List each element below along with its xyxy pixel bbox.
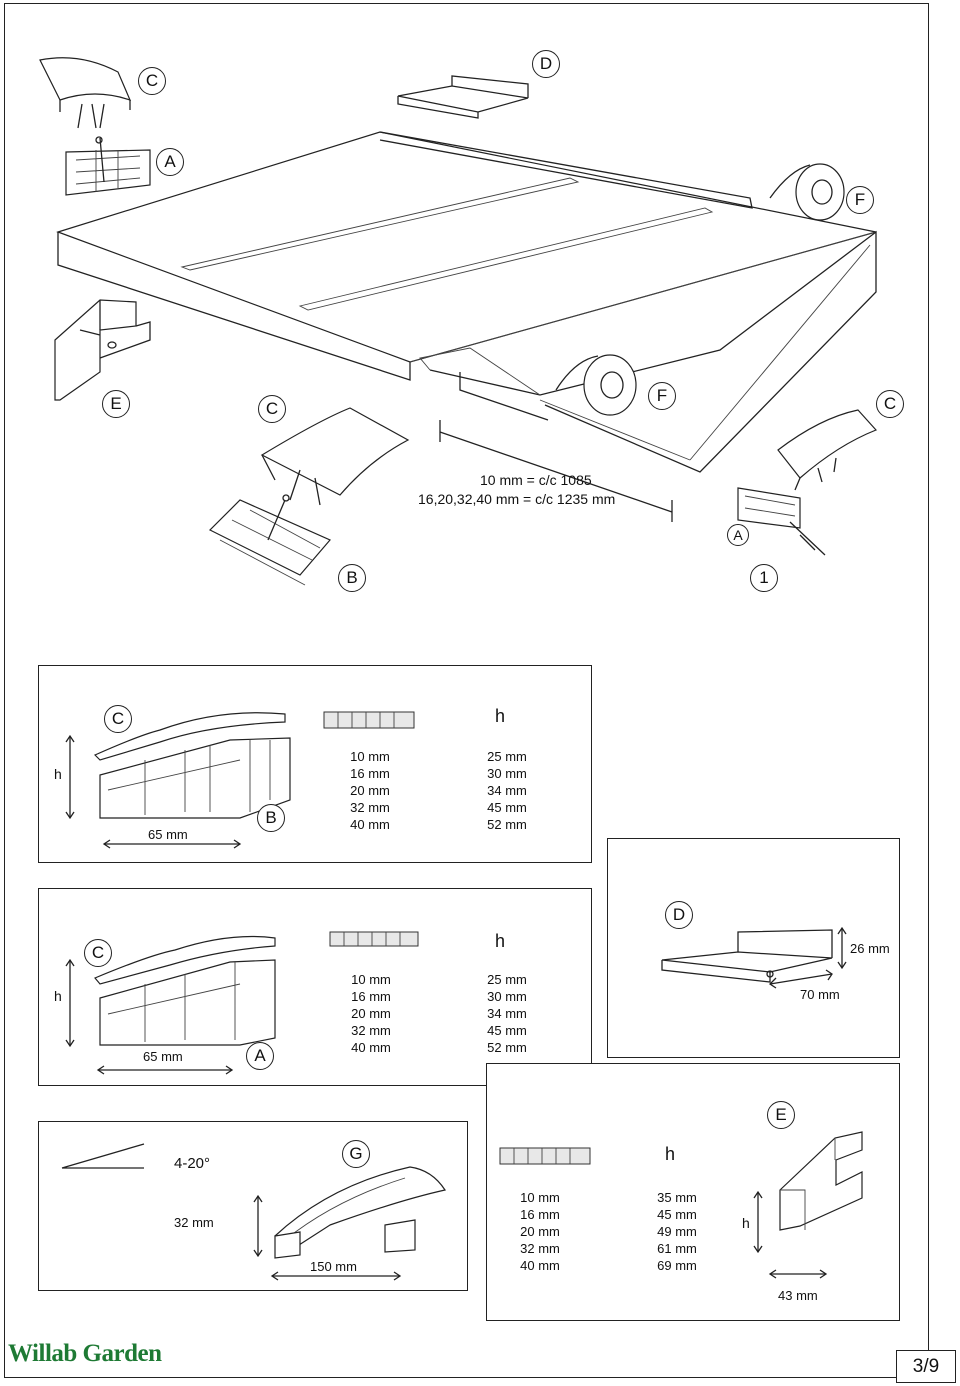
height-item: 25 mm <box>487 749 527 764</box>
profile-a-spec-box <box>38 888 592 1086</box>
thickness-item: 20 mm <box>351 1006 391 1021</box>
h-column-header: h <box>665 1144 676 1164</box>
thickness-item: 10 mm <box>520 1190 560 1205</box>
height-item: 34 mm <box>487 1006 527 1021</box>
thickness-item: 10 mm <box>351 972 391 987</box>
spacing-dimension-line <box>439 420 673 522</box>
height-item: 52 mm <box>487 1040 527 1055</box>
thickness-item: 20 mm <box>350 783 390 798</box>
thickness-item: 40 mm <box>520 1258 560 1273</box>
thickness-item: 10 mm <box>350 749 390 764</box>
thickness-item: 16 mm <box>520 1207 560 1222</box>
spacing-text-line2: 16,20,32,40 mm = c/c 1235 mm <box>418 491 616 507</box>
label-d-box: D <box>665 901 693 929</box>
tape-roll-f-top-drawing <box>769 163 845 221</box>
profile-g-width: 150 mm <box>310 1259 357 1274</box>
angle-label: 4-20° <box>174 1155 211 1172</box>
label-a-box-a: A <box>246 1042 274 1070</box>
label-c-mid: C <box>258 395 286 423</box>
height-item: 45 mm <box>487 1023 527 1038</box>
page-frame <box>4 3 929 1378</box>
thickness-item: 40 mm <box>350 817 390 832</box>
profile-d-top-drawing <box>397 75 529 119</box>
label-f-mid: F <box>648 382 676 410</box>
profile-c-right-drawing <box>777 409 878 491</box>
thickness-list: 10 mm 16 mm 20 mm 32 mm 40 mm <box>345 748 395 833</box>
page-number: 3/9 <box>896 1350 956 1383</box>
polycarbonate-sheet-icon <box>499 1147 591 1165</box>
h-side-label: h <box>742 1215 750 1231</box>
label-e-mid: E <box>102 390 130 418</box>
roof-overview-illustration <box>39 57 878 586</box>
label-c-box-a: C <box>84 939 112 967</box>
height-list: 25 mm 30 mm 34 mm 45 mm 52 mm <box>482 971 532 1056</box>
width-label: 65 mm <box>148 827 188 842</box>
h-column-header: h <box>495 706 506 726</box>
profile-c-mid-drawing <box>260 407 410 506</box>
profile-b-drawing <box>208 494 331 586</box>
label-b-bottom: B <box>338 564 366 592</box>
label-e-box: E <box>767 1101 795 1129</box>
polycarbonate-sheet-icon <box>329 931 419 947</box>
label-f-top: F <box>846 186 874 214</box>
profile-a-top-drawing <box>65 136 151 196</box>
height-item: 45 mm <box>657 1207 697 1222</box>
height-item: 69 mm <box>657 1258 697 1273</box>
profile-g-spec-box <box>38 1121 468 1291</box>
label-b-box-b: B <box>257 804 285 832</box>
roof-panel-drawing <box>56 131 877 473</box>
height-list: 25 mm 30 mm 34 mm 45 mm 52 mm <box>482 748 532 833</box>
label-a-bottom: A <box>727 524 749 546</box>
profile-b-spec-box <box>38 665 592 863</box>
height-item: 30 mm <box>487 766 527 781</box>
brand-logo: Willab Garden <box>8 1340 162 1367</box>
polycarbonate-sheet-icon <box>323 711 415 729</box>
height-item: 61 mm <box>657 1241 697 1256</box>
label-d-top: D <box>532 50 560 78</box>
profile-a-detail-drawing <box>737 487 826 556</box>
h-side-label: h <box>54 766 62 782</box>
profile-g-height: 32 mm <box>174 1215 214 1230</box>
height-item: 45 mm <box>487 800 527 815</box>
thickness-item: 20 mm <box>520 1224 560 1239</box>
profile-c-top-drawing <box>39 57 132 129</box>
spacing-text-line1: 10 mm = c/c 1085 <box>480 472 592 488</box>
thickness-item: 32 mm <box>350 800 390 815</box>
height-item: 34 mm <box>487 783 527 798</box>
thickness-item: 16 mm <box>351 989 391 1004</box>
h-side-label: h <box>54 988 62 1004</box>
profile-d-spec-box <box>607 838 900 1058</box>
profile-e-width: 43 mm <box>778 1288 818 1303</box>
thickness-list: 10 mm 16 mm 20 mm 32 mm 40 mm <box>515 1189 565 1274</box>
label-c-right: C <box>876 390 904 418</box>
label-c-box-b: C <box>104 705 132 733</box>
h-column-header: h <box>495 931 506 951</box>
label-c-top: C <box>138 67 166 95</box>
width-label: 65 mm <box>143 1049 183 1064</box>
profile-d-height: 26 mm <box>850 941 890 956</box>
profile-d-width: 70 mm <box>800 987 840 1002</box>
thickness-item: 32 mm <box>520 1241 560 1256</box>
height-item: 49 mm <box>657 1224 697 1239</box>
profile-e-mid-drawing <box>54 299 151 401</box>
height-item: 30 mm <box>487 989 527 1004</box>
height-item: 25 mm <box>487 972 527 987</box>
height-item: 52 mm <box>487 817 527 832</box>
label-a-top: A <box>156 148 184 176</box>
height-list: 35 mm 45 mm 49 mm 61 mm 69 mm <box>652 1189 702 1274</box>
thickness-list: 10 mm 16 mm 20 mm 32 mm 40 mm <box>346 971 396 1056</box>
height-item: 35 mm <box>657 1190 697 1205</box>
thickness-item: 16 mm <box>350 766 390 781</box>
tape-roll-f-mid-drawing <box>555 354 637 416</box>
label-1-bottom: 1 <box>750 564 778 592</box>
label-g-box: G <box>342 1140 370 1168</box>
thickness-item: 32 mm <box>351 1023 391 1038</box>
thickness-item: 40 mm <box>351 1040 391 1055</box>
